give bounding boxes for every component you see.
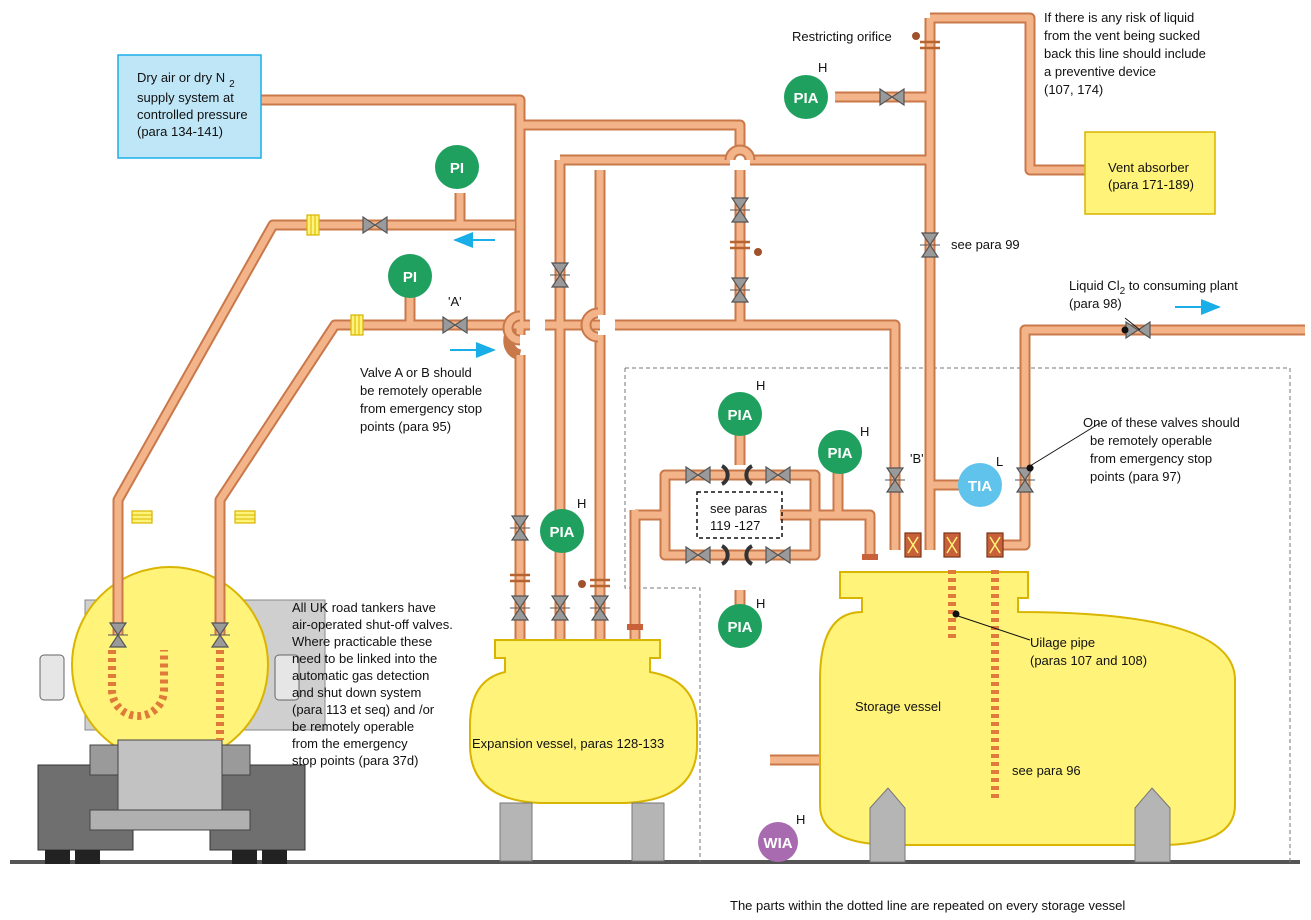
- svg-text:PIA: PIA: [827, 445, 852, 462]
- valve-b-label: 'B': [910, 451, 924, 466]
- footer-note: The parts within the dotted line are rep…: [730, 898, 1125, 913]
- svg-text:be remotely operable: be remotely operable: [1090, 433, 1212, 448]
- one-of-valves-note: One of these valves should be remotely o…: [1083, 415, 1240, 484]
- vent-note: If there is any risk of liquid from the …: [1044, 10, 1206, 97]
- ullage-pipes: [948, 570, 999, 800]
- see-para-99-label: see para 99: [951, 237, 1020, 252]
- svg-text:from the emergency: from the emergency: [292, 736, 408, 751]
- svg-text:points (para 95): points (para 95): [360, 419, 451, 434]
- instrument-pia-center-bottom: PIA H: [718, 596, 765, 648]
- svg-text:H: H: [796, 812, 805, 827]
- svg-text:need to be linked into the: need to be linked into the: [292, 651, 437, 666]
- svg-text:Uilage pipe: Uilage pipe: [1030, 635, 1095, 650]
- vent-absorber: Vent absorber (para 171-189): [1084, 131, 1216, 215]
- see-paras-box: [696, 491, 783, 539]
- expansion-vessel: [469, 639, 698, 804]
- svg-text:(para 134-141): (para 134-141): [137, 124, 223, 139]
- svg-text:Vent absorber: Vent absorber: [1108, 160, 1190, 175]
- instrument-pia-right: PIA H: [818, 424, 869, 474]
- svg-text:PI: PI: [403, 269, 417, 286]
- road-tanker: [37, 566, 326, 864]
- svg-text:WIA: WIA: [763, 835, 792, 852]
- svg-text:Dry air or dry N2: Dry air or dry N2: [137, 70, 235, 90]
- svg-text:air-operated shut-off valves.: air-operated shut-off valves.: [292, 617, 453, 632]
- svg-text:H: H: [756, 378, 765, 393]
- instrument-pia-top: PIA H: [784, 60, 828, 119]
- svg-text:(para 113 et seq) and /or: (para 113 et seq) and /or: [292, 702, 435, 717]
- svg-text:(para 98): (para 98): [1069, 296, 1122, 311]
- expansion-leg-left: [499, 802, 533, 862]
- svg-text:Valve A or B should: Valve A or B should: [360, 365, 472, 380]
- svg-text:PIA: PIA: [793, 90, 818, 107]
- svg-text:supply system at: supply system at: [137, 90, 234, 105]
- svg-text:(para 171-189): (para 171-189): [1108, 177, 1194, 192]
- leader-lines: [957, 317, 1141, 641]
- svg-text:PI: PI: [450, 160, 464, 177]
- ullage-pipe-label: Uilage pipe (paras 107 and 108): [1030, 635, 1147, 668]
- storage-support-right: [1134, 787, 1171, 863]
- liquid-cl2-label: Liquid Cl2 to consuming plant (para 98): [1069, 278, 1238, 311]
- svg-text:Liquid Cl2 to consuming plant: Liquid Cl2 to consuming plant: [1069, 278, 1238, 297]
- storage-support-left: [869, 787, 906, 863]
- svg-text:PIA: PIA: [549, 524, 574, 541]
- piping: [112, 12, 1305, 766]
- see-para-96-label: see para 96: [1012, 763, 1081, 778]
- see-paras-label: see paras 119 -127: [710, 501, 768, 533]
- svg-text:119 -127: 119 -127: [710, 518, 760, 533]
- svg-text:L: L: [996, 454, 1003, 469]
- valves: [107, 32, 1151, 648]
- svg-text:H: H: [756, 596, 765, 611]
- svg-text:automatic gas detection: automatic gas detection: [292, 668, 429, 683]
- svg-text:One of these valves should: One of these valves should: [1083, 415, 1240, 430]
- svg-text:Where practicable these: Where practicable these: [292, 634, 432, 649]
- svg-text:stop points (para 37d): stop points (para 37d): [292, 753, 418, 768]
- svg-text:controlled pressure: controlled pressure: [137, 107, 248, 122]
- svg-text:PIA: PIA: [727, 619, 752, 636]
- svg-text:from emergency stop: from emergency stop: [360, 401, 482, 416]
- svg-text:and shut down system: and shut down system: [292, 685, 421, 700]
- svg-text:If there is any risk of liquid: If there is any risk of liquid: [1044, 10, 1194, 25]
- instrument-pia-expansion: PIA H: [540, 496, 586, 553]
- svg-text:(107, 174): (107, 174): [1044, 82, 1103, 97]
- tanker-note: All UK road tankers have air-operated sh…: [292, 600, 453, 768]
- svg-text:(paras 107 and 108): (paras 107 and 108): [1030, 653, 1147, 668]
- storage-vessel: [819, 571, 1236, 846]
- svg-text:from emergency stop: from emergency stop: [1090, 451, 1212, 466]
- expansion-leg-right: [631, 802, 665, 862]
- valve-ab-note: Valve A or B should be remotely operable…: [360, 365, 482, 434]
- restricting-orifice-label: Restricting orifice: [792, 29, 892, 44]
- svg-text:from the vent being sucked: from the vent being sucked: [1044, 28, 1200, 43]
- svg-text:H: H: [577, 496, 586, 511]
- svg-text:be remotely operable: be remotely operable: [360, 383, 482, 398]
- storage-vessel-label: Storage vessel: [855, 699, 941, 714]
- svg-text:points (para 97): points (para 97): [1090, 469, 1181, 484]
- valve-a-label: 'A': [448, 294, 462, 309]
- instrument-pi-lower: PI: [388, 254, 432, 298]
- svg-text:back this line should include: back this line should include: [1044, 46, 1206, 61]
- instrument-wia: WIA H: [758, 812, 805, 862]
- svg-text:see paras: see paras: [710, 501, 768, 516]
- svg-text:PIA: PIA: [727, 407, 752, 424]
- instrument-pi-upper: PI: [435, 145, 479, 189]
- svg-text:TIA: TIA: [968, 478, 992, 495]
- flow-arrows: [450, 232, 1221, 358]
- instrument-tia: TIA L: [958, 454, 1003, 507]
- svg-text:H: H: [818, 60, 827, 75]
- svg-text:a preventive device: a preventive device: [1044, 64, 1156, 79]
- dotted-boundary: [624, 367, 1291, 862]
- instrument-pia-center-top: PIA H: [718, 378, 765, 436]
- svg-text:be remotely operable: be remotely operable: [292, 719, 414, 734]
- svg-text:H: H: [860, 424, 869, 439]
- svg-text:All UK road tankers have: All UK road tankers have: [292, 600, 436, 615]
- expansion-vessel-label: Expansion vessel, paras 128-133: [472, 736, 664, 751]
